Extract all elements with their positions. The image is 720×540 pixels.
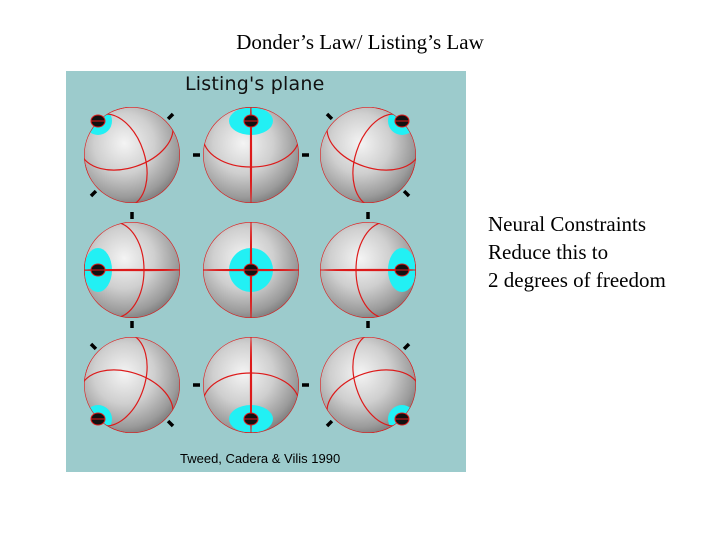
eye-grid	[72, 95, 429, 446]
side-note-line-1: Neural Constraints	[488, 210, 666, 238]
listings-law-figure	[66, 71, 466, 472]
listings-plane-label: Listing's plane	[185, 73, 324, 95]
slide-title: Donder’s Law/ Listing’s Law	[0, 30, 720, 55]
side-note-line-3: 2 degrees of freedom	[488, 266, 666, 294]
eyeball-straight	[203, 222, 299, 318]
side-note-line-2: Reduce this to	[488, 238, 666, 266]
figure-credit: Tweed, Cadera & Vilis 1990	[180, 451, 340, 466]
side-note: Neural Constraints Reduce this to 2 degr…	[488, 210, 666, 294]
